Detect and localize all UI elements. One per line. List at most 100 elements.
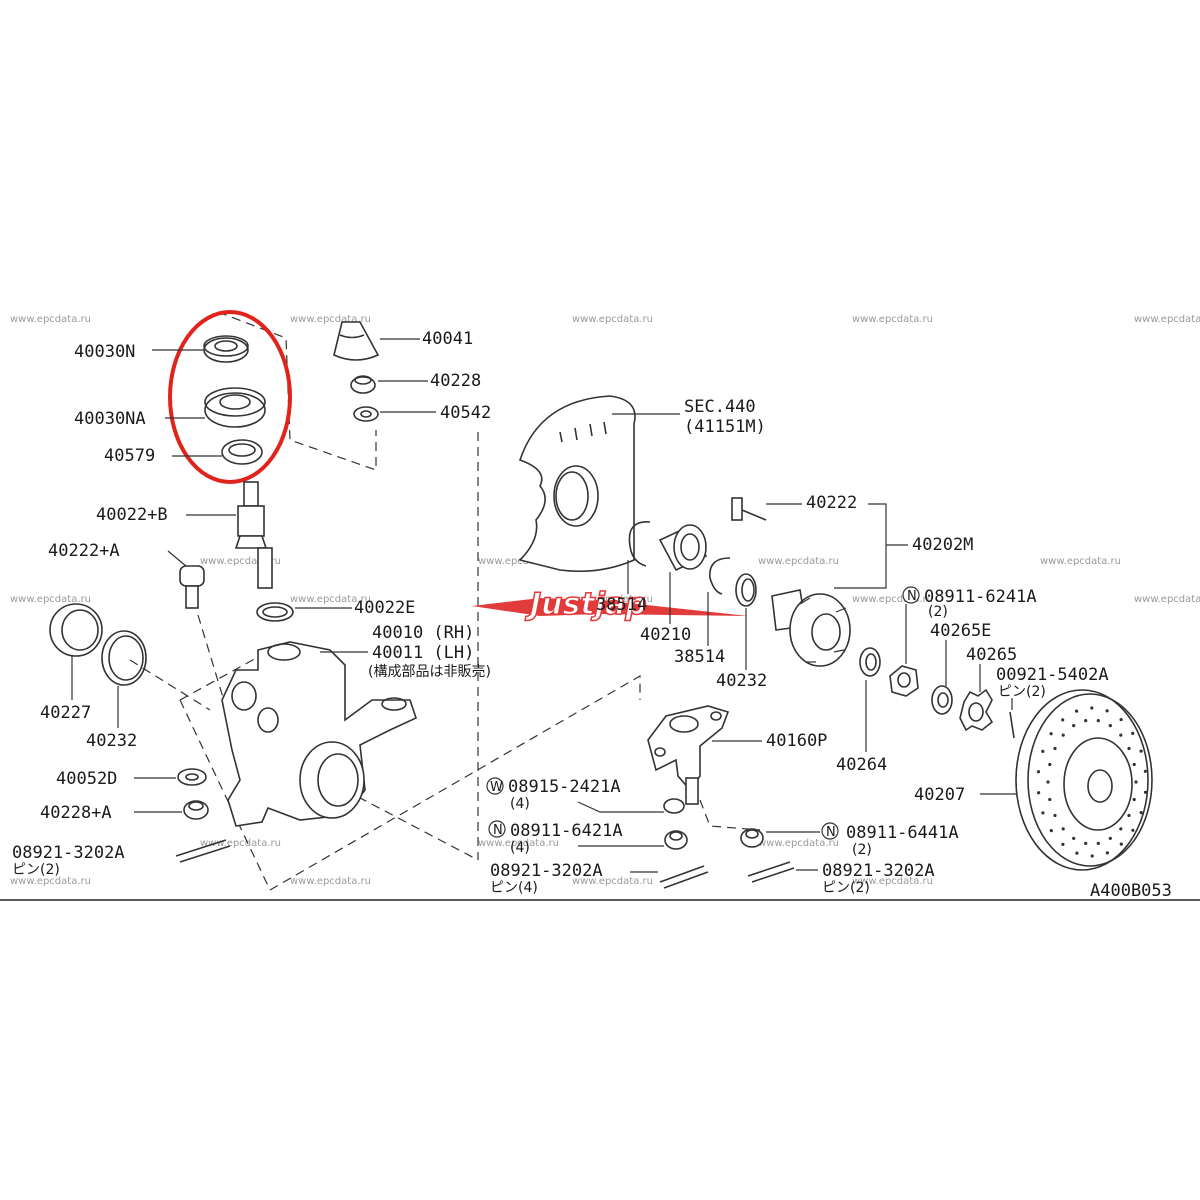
rotor-hole bbox=[1143, 769, 1147, 773]
rotor-hole bbox=[1041, 811, 1045, 815]
svg-text:Justjap: Justjap bbox=[525, 587, 647, 622]
watermark: www.epcdata.ru bbox=[290, 594, 371, 605]
rotor-hole bbox=[1075, 709, 1079, 713]
watermark: www.epcdata.ru bbox=[572, 594, 653, 605]
label-08921-left: 08921-3202A bbox=[12, 843, 125, 863]
label-40265e: 40265E bbox=[930, 621, 991, 641]
watermark: www.epcdata.ru bbox=[290, 876, 371, 887]
watermark: www.epcdata.ru bbox=[200, 556, 281, 567]
brake-rotor-40207 bbox=[1015, 689, 1153, 871]
nut-08911-6241a bbox=[889, 665, 919, 697]
label-08911-6421a-qty: (4) bbox=[510, 840, 530, 856]
wheel-hub-40202m bbox=[771, 589, 851, 667]
marker-n: N bbox=[493, 823, 503, 838]
rotor-hole bbox=[1041, 749, 1045, 754]
rotor-hole bbox=[1049, 732, 1053, 736]
ring-40232-right bbox=[735, 573, 757, 607]
rotor-hole bbox=[1108, 724, 1112, 728]
label-08921-mid-qty: ピン(4) bbox=[490, 880, 538, 896]
stud-40022b bbox=[234, 481, 273, 589]
label-40052d: 40052D bbox=[56, 769, 117, 789]
nut-40228a bbox=[183, 800, 209, 820]
rotor-hole bbox=[1132, 797, 1136, 802]
label-40160p: 40160P bbox=[766, 731, 827, 751]
justjap-logo: Justjap bbox=[472, 586, 748, 623]
watermark: www.epcdata.ru bbox=[478, 838, 559, 849]
cotter-pin-right bbox=[747, 861, 795, 883]
washer-40542 bbox=[353, 406, 379, 422]
castle-nut-40265 bbox=[959, 688, 994, 732]
assembly-guides bbox=[129, 311, 761, 891]
watermark: www.epcdata.ru bbox=[852, 594, 933, 605]
label-08915: 08915-2421A bbox=[508, 777, 621, 797]
snap-ring-38514-b bbox=[709, 557, 731, 595]
rotor-hole bbox=[1131, 828, 1135, 832]
label-00921: 00921-5402A bbox=[996, 665, 1109, 685]
bearing-40030n bbox=[203, 335, 249, 363]
rotor-hole bbox=[1084, 719, 1088, 723]
rotor-hole bbox=[1075, 851, 1079, 855]
watermark: www.epcdata.ru bbox=[1134, 594, 1200, 605]
label-08911-6421a: 08911-6421A bbox=[510, 821, 623, 841]
rotor-hole bbox=[1036, 770, 1041, 774]
rotor-hole bbox=[1061, 842, 1065, 847]
label-08911-6441a-qty: (2) bbox=[852, 842, 872, 858]
dust-shield-sec440 bbox=[518, 395, 636, 573]
rotor-hole bbox=[1048, 797, 1052, 802]
nut-40228 bbox=[350, 375, 376, 394]
rotor-hole bbox=[1090, 706, 1094, 710]
watermark: www.epcdata.ru bbox=[572, 876, 653, 887]
label-08921-right: 08921-3202A bbox=[822, 861, 935, 881]
rotor-hole bbox=[1105, 709, 1109, 713]
label-40264: 40264 bbox=[836, 755, 887, 775]
bolt-40222a bbox=[179, 565, 205, 609]
rotor-hole bbox=[1061, 733, 1065, 737]
rotor-hole bbox=[1131, 731, 1135, 736]
highlight-circle bbox=[168, 310, 292, 484]
watermarks: www.epcdata.ru www.epcdata.ru www.epcdat… bbox=[10, 314, 1200, 887]
rotor-hole bbox=[1096, 719, 1100, 723]
rotor-hole bbox=[1061, 827, 1065, 831]
marker-w: W bbox=[490, 780, 503, 795]
marker-n: N bbox=[907, 589, 917, 604]
watermark: www.epcdata.ru bbox=[758, 838, 839, 849]
washer-40052d bbox=[177, 768, 207, 786]
label-40011: 40011 (LH) bbox=[372, 643, 474, 663]
label-40022b: 40022+B bbox=[96, 505, 168, 525]
label-08921-right-qty: ピン(2) bbox=[822, 880, 870, 896]
nut-marker-n bbox=[902, 586, 920, 604]
rotor-hole bbox=[1096, 841, 1100, 846]
label-40232-left: 40232 bbox=[86, 731, 137, 751]
ring-40232-left bbox=[101, 630, 147, 686]
rotor-hole bbox=[1072, 724, 1076, 728]
washer-08915 bbox=[663, 798, 685, 814]
label-08921-left-qty: ピン(2) bbox=[12, 862, 60, 878]
watermark: www.epcdata.ru bbox=[10, 876, 91, 887]
label-08911-6241a-qty: (2) bbox=[928, 604, 948, 620]
rotor-hole bbox=[1134, 780, 1138, 784]
cotter-pin-mid bbox=[659, 865, 709, 889]
seal-40227 bbox=[49, 603, 103, 657]
rotor-hole bbox=[1119, 842, 1123, 846]
rotor-hole bbox=[1119, 733, 1123, 737]
rotor-hole bbox=[1132, 762, 1136, 767]
nut-08911-6421a bbox=[664, 830, 688, 850]
seal-40579 bbox=[221, 439, 263, 465]
rotor-hole bbox=[1053, 746, 1057, 751]
label-08911-6241a: 08911-6241A bbox=[924, 587, 1037, 607]
rotor-hole bbox=[1105, 851, 1109, 855]
bearing-40210 bbox=[658, 524, 708, 572]
rotor-hole bbox=[1084, 841, 1088, 846]
label-40030n: 40030N bbox=[74, 342, 135, 362]
label-40011-note: (構成部品は非販売) bbox=[368, 664, 491, 680]
watermark: www.epcdata.ru bbox=[758, 556, 839, 567]
nut-marker-n bbox=[821, 822, 839, 840]
rotor-hole bbox=[1072, 836, 1076, 841]
watermark: www.epcdata.ru bbox=[572, 314, 653, 325]
label-08915-qty: (4) bbox=[510, 796, 530, 812]
watermark: www.epcdata.ru bbox=[290, 314, 371, 325]
watermark: www.epcdata.ru bbox=[10, 594, 91, 605]
rotor-hole bbox=[1108, 836, 1112, 841]
rotor-hole bbox=[1139, 749, 1143, 753]
